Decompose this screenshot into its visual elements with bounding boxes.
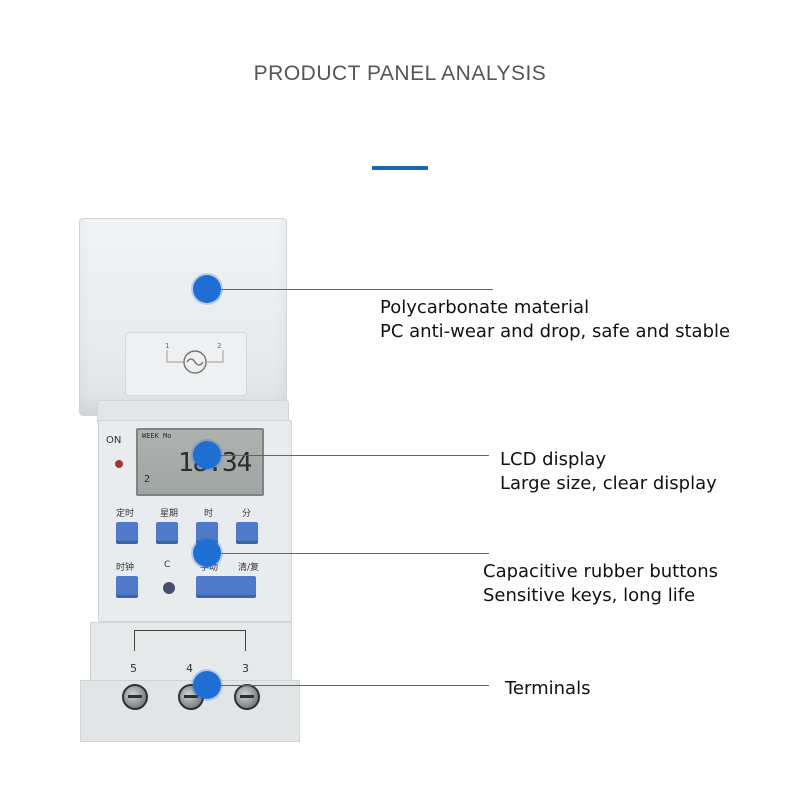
btn-label-hour: 时 — [204, 509, 214, 519]
callout-dot-terminals — [193, 671, 221, 699]
btn-label-manual: 手动 — [200, 563, 219, 573]
relay-wiring — [134, 630, 246, 651]
lcd-week-text: WEEK Mo — [142, 432, 172, 440]
manual-cancel-button[interactable] — [196, 576, 256, 598]
svg-text:2: 2 — [217, 342, 221, 350]
svg-text:1: 1 — [165, 342, 169, 350]
lcd-day: 2 — [144, 474, 151, 485]
callout-lcd: LCD display Large size, clear display — [500, 448, 717, 496]
terminal-label-4: 4 — [186, 662, 193, 675]
callout-line-buttons — [221, 553, 489, 554]
btn-label-cancel: 清/复 — [238, 563, 260, 573]
callout-buttons: Capacitive rubber buttons Sensitive keys… — [483, 560, 718, 608]
callout-dot-buttons — [193, 539, 221, 567]
btn-label-c: C — [164, 560, 171, 570]
btn-label-clock: 时钟 — [116, 563, 135, 573]
power-led — [115, 460, 123, 468]
callout-lcd-title: LCD display — [500, 449, 607, 470]
callout-dot-cover — [193, 275, 221, 303]
callout-cover-title: Polycarbonate material — [380, 297, 590, 318]
title-underline — [372, 166, 428, 170]
terminal-screw-3[interactable] — [234, 684, 260, 710]
callout-cover-desc: PC anti-wear and drop, safe and stable — [380, 321, 731, 342]
week-button[interactable] — [156, 522, 178, 544]
btn-label-timer: 定时 — [116, 509, 135, 519]
callout-terminals: Terminals — [505, 677, 590, 701]
callout-cover: Polycarbonate material PC anti-wear and … — [380, 296, 730, 344]
btn-label-minute: 分 — [242, 509, 252, 519]
callout-line-lcd — [221, 455, 489, 456]
btn-label-week: 星期 — [160, 509, 179, 519]
callout-line-terminals — [221, 685, 489, 686]
terminal-screw-5[interactable] — [122, 684, 148, 710]
terminal-label-3: 3 — [242, 662, 249, 675]
callout-terminals-title: Terminals — [505, 678, 591, 699]
callout-lcd-desc: Large size, clear display — [500, 473, 717, 494]
on-label: ON — [106, 435, 122, 446]
cover-window — [125, 332, 247, 396]
callout-buttons-title: Capacitive rubber buttons — [483, 561, 719, 582]
callout-buttons-desc: Sensitive keys, long life — [483, 585, 696, 606]
minute-button[interactable] — [236, 522, 258, 544]
timer-button[interactable] — [116, 522, 138, 544]
callout-line-cover — [221, 289, 493, 290]
callout-dot-lcd — [193, 441, 221, 469]
page-title: PRODUCT PANEL ANALYSIS — [253, 62, 547, 85]
reset-button[interactable] — [163, 582, 175, 594]
terminal-label-5: 5 — [130, 662, 137, 675]
hour-button[interactable] — [196, 522, 218, 544]
clock-button[interactable] — [116, 576, 138, 598]
ac-symbol-icon: 1 2 — [165, 342, 224, 374]
